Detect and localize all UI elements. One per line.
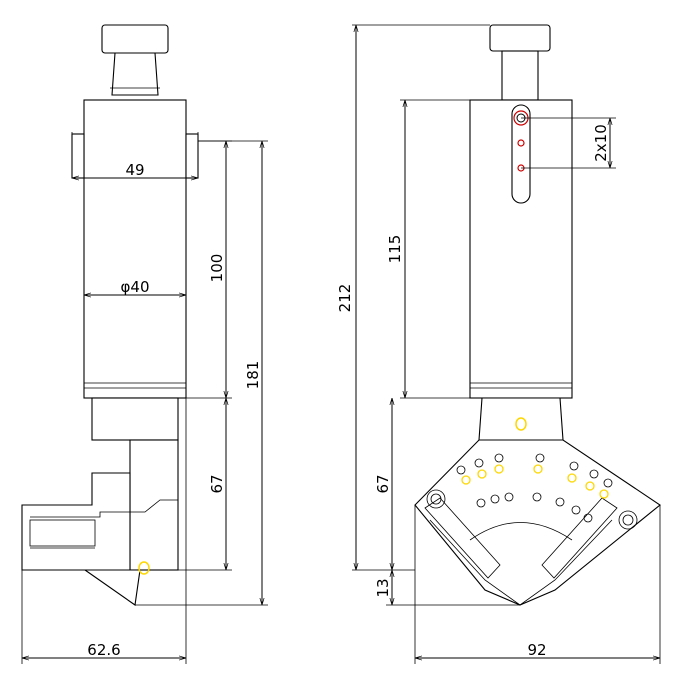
front-slot xyxy=(511,104,531,204)
front-knob-cap xyxy=(489,24,551,52)
side-screw-hole xyxy=(138,561,150,575)
slot-hole-middle xyxy=(517,139,525,147)
front-head xyxy=(414,439,661,606)
dim-side-lower-height: 67 xyxy=(208,474,226,493)
dim-front-lower-height: 67 xyxy=(374,474,392,493)
front-view: 212 115 2x10 67 13 92 xyxy=(336,24,661,664)
front-collar-hole xyxy=(515,417,527,431)
dim-side-body-height: 100 xyxy=(208,254,226,283)
front-bolt-left xyxy=(426,489,446,509)
dim-side-total-height: 181 xyxy=(244,361,262,390)
dim-front-base-width: 92 xyxy=(527,641,546,659)
front-hole-pattern xyxy=(456,453,613,523)
dim-front-total-height: 212 xyxy=(336,284,354,313)
dim-front-slot-pitch: 2x10 xyxy=(592,124,610,162)
side-lower-collar xyxy=(91,397,179,441)
side-vee-tip xyxy=(83,569,141,606)
side-flange-left xyxy=(71,133,85,179)
side-view: 49 φ40 100 181 67 62.6 xyxy=(21,24,268,664)
dim-side-flange-width: 49 xyxy=(125,161,144,179)
dim-front-vee-height: 13 xyxy=(374,578,392,597)
side-jaw-block xyxy=(21,472,131,571)
front-lower-collar xyxy=(478,397,564,441)
side-knob-cap xyxy=(101,24,169,54)
dim-side-base-width: 62.6 xyxy=(87,641,120,659)
side-knob-neck xyxy=(111,52,159,96)
side-body xyxy=(83,99,187,399)
dim-side-diameter: φ40 xyxy=(121,278,150,296)
front-bolt-right xyxy=(618,510,638,530)
side-flange-right xyxy=(185,133,199,179)
front-knob-neck xyxy=(501,50,539,101)
dim-front-body-height: 115 xyxy=(386,235,404,264)
